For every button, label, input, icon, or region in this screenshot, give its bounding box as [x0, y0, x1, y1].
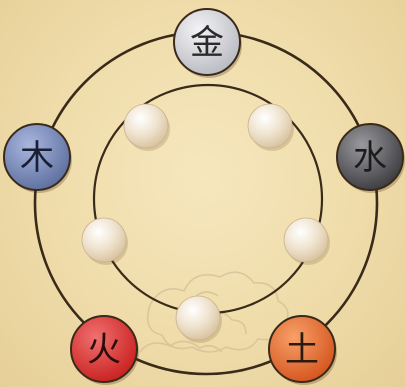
element-node-right: 水	[337, 124, 405, 193]
element-node-bottom-left: 火	[71, 316, 139, 385]
element-node-char: 木	[20, 138, 54, 178]
pearl-group	[82, 104, 330, 343]
pearl	[124, 104, 168, 148]
element-node-char: 土	[285, 330, 319, 370]
element-node-char: 火	[87, 330, 121, 370]
element-node-char: 水	[353, 138, 387, 178]
element-node-bottom-right: 土	[269, 316, 337, 385]
pearl	[248, 104, 292, 148]
pearl	[82, 218, 126, 262]
element-node-char: 金	[190, 23, 224, 63]
element-node-top: 金	[174, 9, 242, 78]
element-node-left: 木	[4, 124, 72, 193]
pearl	[284, 218, 328, 262]
pearl	[176, 296, 220, 340]
